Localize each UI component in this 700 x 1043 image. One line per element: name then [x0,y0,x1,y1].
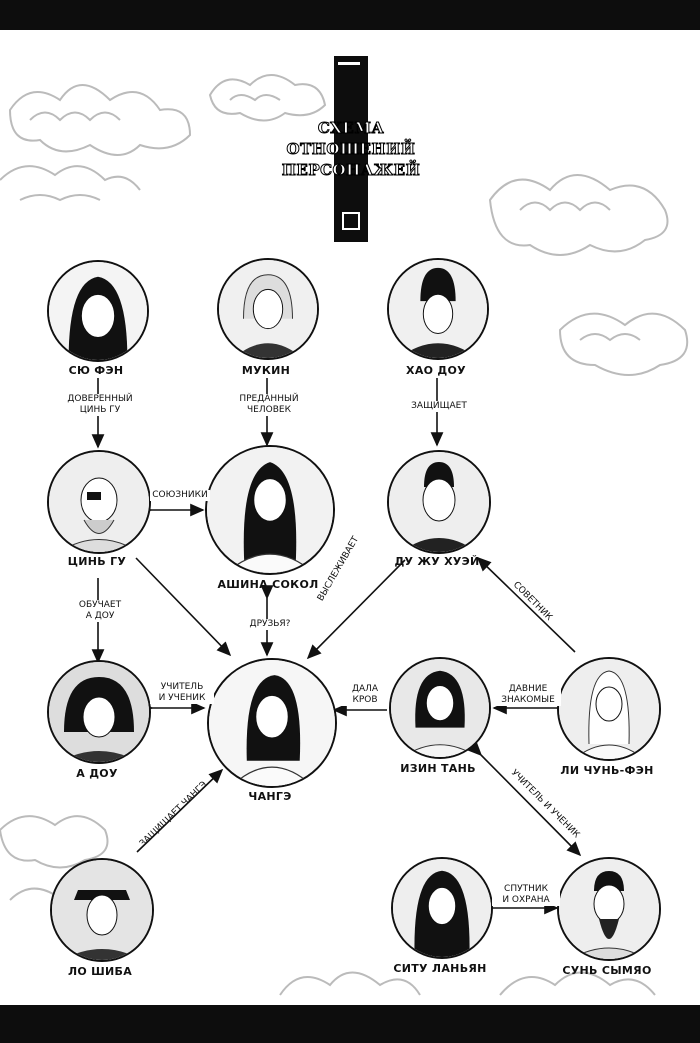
cloud-decoration-left [0,84,192,202]
name-a-dou: А ДОУ [76,767,118,780]
name-hao-dou: ХАО ДОУ [406,364,466,377]
relation-adou-changge: УЧИТЕЛЬ И УЧЕНИК [150,682,214,704]
name-lo-shiba: ЛО ШИБА [67,965,133,978]
portrait-a-dou [47,660,151,764]
name-qin-gu: ЦИНЬ ГУ [67,555,127,568]
portrait-du-ruhui [387,450,491,554]
name-mukin: МУКИН [241,364,291,377]
portrait-changge [207,658,337,788]
diagram-title: СХЕМА ОТНОШЕНИЙ ПЕРСОНАЖЕЙ [266,118,436,181]
relation-li-jin: ДАВНИЕ ЗНАКОМЫЕ [495,684,561,706]
seal-square [342,212,360,230]
portrait-sun-simiao [557,857,661,961]
title-line-2: ПЕРСОНАЖЕЙ [281,161,421,180]
relation-hao-du: ЗАЩИЩАЕТ [405,401,473,412]
title-banner [334,56,368,242]
name-ashina: АШИНА СОКОЛ [217,578,319,591]
portrait-hao-dou [387,258,489,360]
relation-qin-ashina: СОЮЗНИКИ [150,490,210,501]
arrow-du-changge [306,559,406,660]
cloud-decoration-right [488,174,689,376]
relation-mukin-ashina: ПРЕДАННЫЙ ЧЕЛОВЕК [232,394,306,416]
portrait-lo-shiba [50,858,154,962]
portrait-ashina [205,445,335,575]
bottom-decorative-band [0,1005,700,1043]
arrow-jin-sun [467,741,582,857]
top-decorative-band [0,0,700,30]
portrait-qin-gu [47,450,151,554]
cloud-decoration-bottom [279,971,656,996]
name-xu-feng: СЮ ФЭН [68,364,124,377]
arrow-qin-changge [135,557,232,657]
name-jin-tan: ИЗИН ТАНЬ [400,762,476,775]
portrait-mukin [217,258,319,360]
relation-jin-changge: ДАЛА КРОВ [341,684,389,706]
name-changge: ЧАНГЭ [248,790,292,803]
name-sun-simiao: СУНЬ СЫМЯО [562,964,652,977]
name-situ-lanyan: СИТУ ЛАНЬЯН [393,962,487,975]
portrait-jin-tan [389,657,491,759]
name-li-chunfeng: ЛИ ЧУНЬ-ФЭН [560,764,654,777]
name-du-ruhui: ДУ ЖУ ХУЭЙ [394,555,480,568]
portrait-situ-lanyan [391,857,493,959]
cloud-decoration-top [208,74,327,122]
portrait-li-chunfeng [557,657,661,761]
portrait-xu-feng [47,260,149,362]
arrow-li-du [476,556,576,653]
relation-qin-adou: ОБУЧАЕТ А ДОУ [68,600,132,622]
relation-situ-sun: СПУТНИК И ОХРАНА [492,884,560,906]
title-line-1: СХЕМА ОТНОШЕНИЙ [286,119,416,159]
arrow-lo-changge [136,768,224,853]
relation-ashina-changge: ДРУЗЬЯ? [242,619,298,630]
relation-xu-qin: ДОВЕРЕННЫЙ ЦИНЬ ГУ [62,394,138,416]
